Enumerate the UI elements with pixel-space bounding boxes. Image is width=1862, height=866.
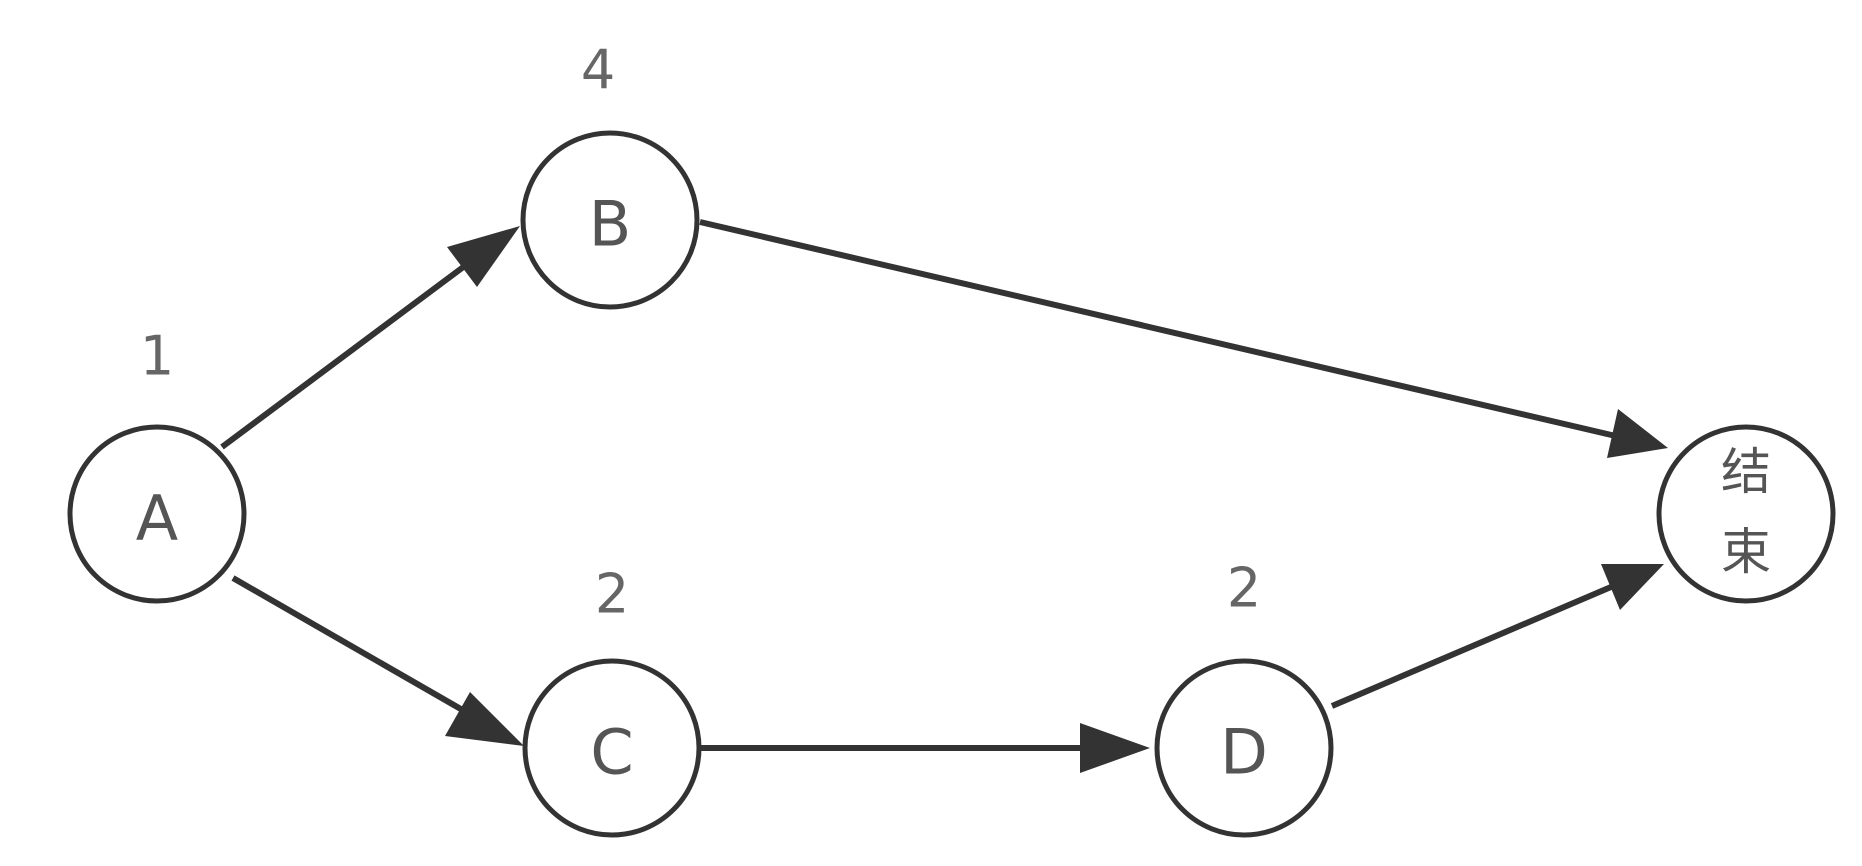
weight-c: 2: [595, 563, 629, 626]
weight-d: 2: [1227, 557, 1261, 620]
node-end-circle: [1656, 424, 1836, 604]
arrow-head-a-to-c: [445, 692, 524, 746]
weight-b: 4: [581, 39, 615, 102]
node-b-circle: [520, 130, 700, 310]
edge-d-to-end: [1330, 581, 1620, 709]
weights: 1 4 2 2: [140, 39, 1261, 626]
arrow-head-b-to-end: [1607, 409, 1668, 458]
node-b: B: [520, 130, 700, 310]
node-end: 结 束: [1656, 424, 1836, 604]
edge-b-to-end: [699, 219, 1621, 440]
arrow-head-c-to-d: [1080, 723, 1150, 773]
node-c-label: C: [590, 716, 633, 789]
node-end-label-line1: 结: [1721, 443, 1771, 501]
arrow-head-a-to-b: [447, 226, 520, 287]
node-a-label: A: [136, 482, 178, 555]
node-c-circle: [522, 658, 702, 838]
node-d-circle: [1154, 658, 1334, 838]
node-a-circle: [67, 424, 247, 604]
node-end-label-line2: 束: [1721, 523, 1771, 581]
node-d-label: D: [1220, 716, 1268, 789]
edge-a-to-b: [220, 262, 468, 450]
arrow-head-d-to-end: [1601, 564, 1664, 610]
edge-a-to-c: [231, 575, 468, 715]
node-a: A: [67, 424, 247, 604]
edges: [220, 219, 1621, 751]
arrow-heads: [445, 226, 1668, 773]
node-d: D: [1154, 658, 1334, 838]
node-c: C: [522, 658, 702, 838]
node-b-label: B: [589, 188, 632, 261]
weight-a: 1: [140, 325, 174, 388]
